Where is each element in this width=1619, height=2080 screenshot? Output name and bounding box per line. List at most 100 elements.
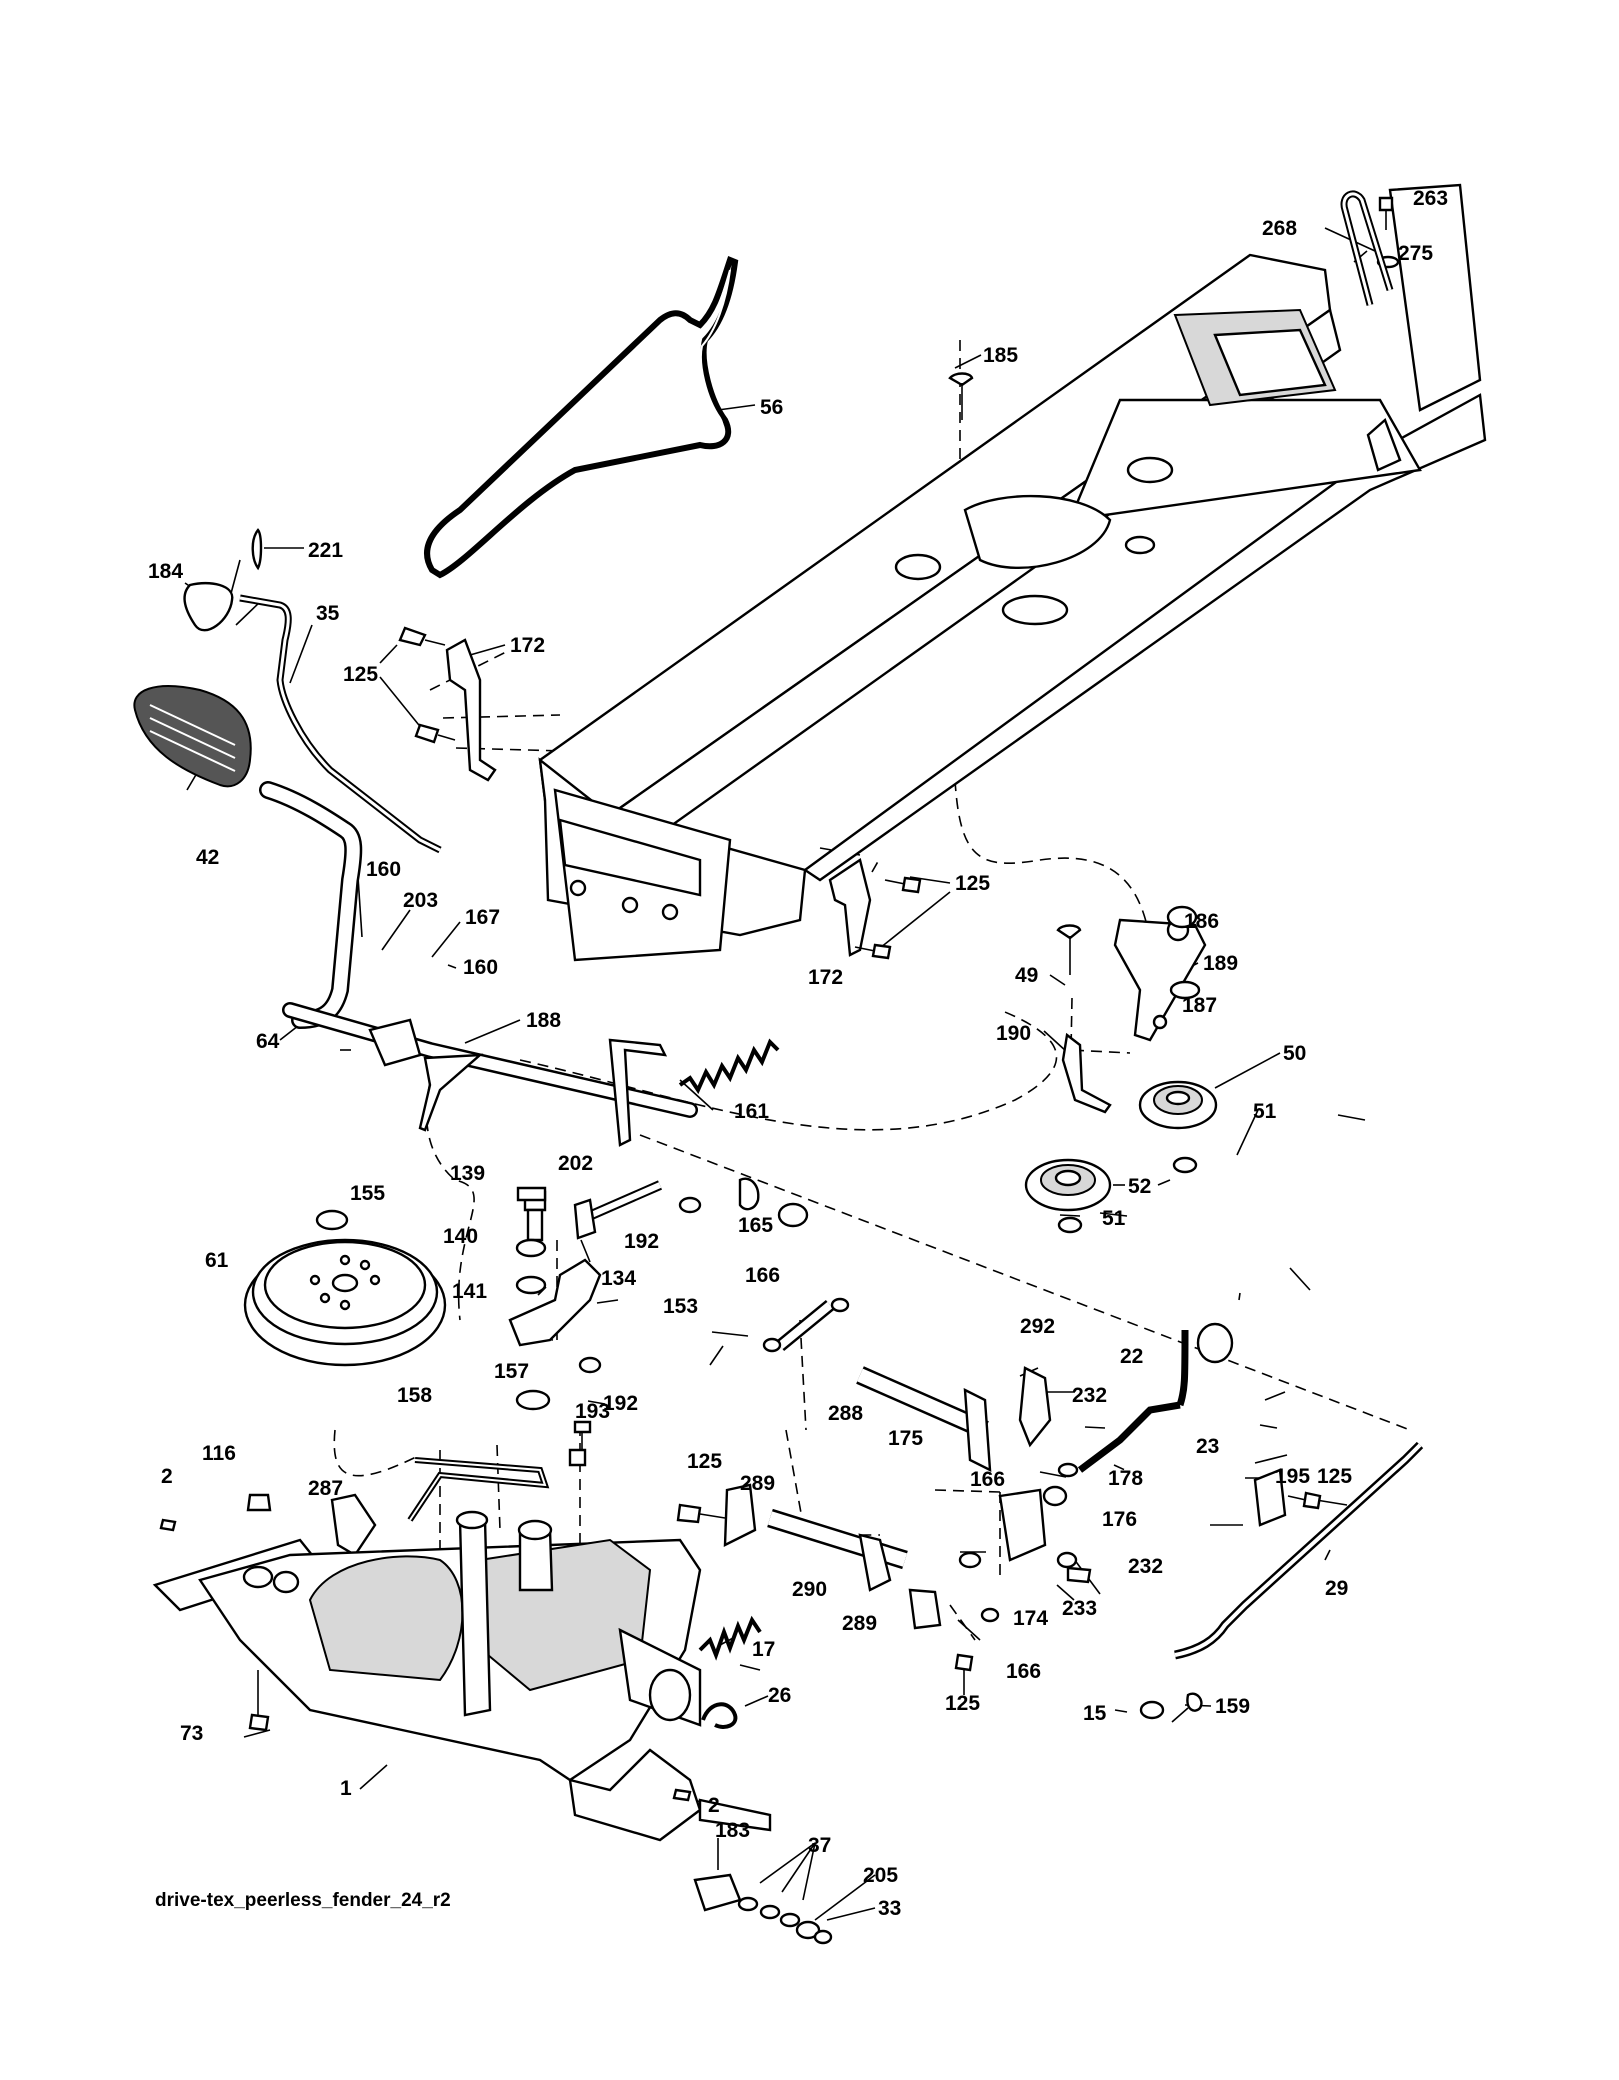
part-label: 125	[955, 872, 990, 895]
bracket-287-and-158	[330, 1448, 587, 1557]
part-label: 33	[878, 1897, 901, 1920]
wire-268	[1340, 190, 1394, 306]
part-label: 125	[1317, 1465, 1352, 1488]
part-label: 52	[1128, 1175, 1151, 1198]
part-label: 166	[970, 1468, 1005, 1491]
part-label: 161	[734, 1100, 769, 1123]
part-label: 116	[202, 1442, 236, 1465]
part-label: 190	[996, 1022, 1031, 1045]
part-label: 64	[256, 1030, 280, 1053]
pedal-pad	[133, 685, 252, 788]
transaxle	[155, 1512, 772, 1842]
part-label: 175	[888, 1427, 923, 1450]
part-label: 174	[1013, 1607, 1048, 1630]
part-label: 192	[603, 1392, 638, 1415]
part-label: 140	[443, 1225, 478, 1248]
part-label: 42	[196, 846, 219, 869]
part-label: 134	[601, 1267, 636, 1290]
control-rod-29	[1139, 1441, 1424, 1723]
lower-shaft-assembly	[723, 1483, 1000, 1630]
part-label: 141	[452, 1280, 487, 1303]
part-label: 287	[308, 1477, 343, 1500]
part-label: 288	[828, 1402, 863, 1425]
small-parts	[159, 1493, 833, 1945]
part-label: 289	[740, 1472, 775, 1495]
part-label: 155	[350, 1182, 385, 1205]
chassis-frame	[538, 183, 1487, 962]
part-label: 172	[808, 966, 843, 989]
spring-161	[678, 1038, 780, 1095]
part-label: 186	[1184, 910, 1219, 933]
part-label: 290	[792, 1578, 827, 1601]
part-label: 205	[863, 1864, 898, 1887]
bracket-172-upper	[445, 638, 497, 782]
idler-assembly	[1024, 905, 1218, 1234]
part-label: 29	[1325, 1577, 1348, 1600]
part-label: 15	[1083, 1702, 1107, 1725]
part-label: 185	[983, 344, 1018, 367]
part-label: 192	[624, 1230, 659, 1253]
part-label: 289	[842, 1612, 877, 1635]
part-label: 35	[316, 602, 340, 625]
part-label: 183	[715, 1819, 750, 1842]
part-label: 195	[1275, 1465, 1310, 1488]
part-label: 178	[1108, 1467, 1143, 1490]
part-label: 176	[1102, 1508, 1137, 1531]
part-label: 61	[205, 1249, 229, 1272]
part-label: 1	[340, 1777, 352, 1800]
part-label: 189	[1203, 952, 1238, 975]
part-label: 268	[1262, 217, 1297, 240]
part-label: 202	[558, 1152, 593, 1175]
part-label: 125	[945, 1692, 980, 1715]
part-label: 73	[180, 1722, 203, 1745]
part-label: 184	[148, 560, 183, 583]
part-label: 51	[1102, 1207, 1126, 1230]
part-label: 2	[708, 1794, 720, 1817]
part-label: 2	[161, 1465, 173, 1488]
part-label: 232	[1072, 1384, 1107, 1407]
part-label: 292	[1020, 1315, 1055, 1338]
part-label: 22	[1120, 1345, 1143, 1368]
part-label: 23	[1196, 1435, 1219, 1458]
bracket-172-lower	[828, 858, 872, 957]
part-label: 139	[450, 1162, 485, 1185]
part-label: 172	[510, 634, 545, 657]
part-label: 37	[808, 1834, 831, 1857]
part-label: 160	[463, 956, 498, 979]
part-label: 159	[1215, 1695, 1250, 1718]
part-label: 233	[1062, 1597, 1097, 1620]
part-label: 221	[308, 539, 343, 562]
part-label: 125	[343, 663, 378, 686]
part-label: 232	[1128, 1555, 1163, 1578]
part-label: 51	[1253, 1100, 1277, 1123]
part-label: 166	[1006, 1660, 1041, 1683]
part-label: 26	[768, 1684, 791, 1707]
part-label: 165	[738, 1214, 773, 1237]
diagram-caption: drive-tex_peerless_fender_24_r2	[155, 1890, 451, 1911]
control-rod	[183, 528, 442, 854]
part-label: 188	[526, 1009, 561, 1032]
part-label: 166	[745, 1264, 780, 1287]
shift-shaft-assembly	[762, 1297, 1234, 1584]
part-label: 56	[760, 396, 783, 419]
drive-belt	[424, 256, 739, 579]
part-label: 49	[1015, 964, 1038, 987]
part-label: 167	[465, 906, 500, 929]
pedal-arm	[259, 781, 698, 1147]
transmission-pulley	[243, 1209, 447, 1367]
part-label: 263	[1413, 187, 1448, 210]
part-label: 157	[494, 1360, 529, 1383]
part-label: 50	[1283, 1042, 1306, 1065]
linkage-parts	[508, 1177, 809, 1411]
part-label: 125	[687, 1450, 722, 1473]
part-label: 153	[663, 1295, 698, 1318]
part-label: 187	[1182, 994, 1217, 1017]
part-labels: 263 268 275 185 56 221 184 35 172 125 42…	[148, 187, 1448, 1920]
part-label: 275	[1398, 242, 1433, 265]
part-label: 193	[575, 1400, 610, 1423]
part-label: 17	[752, 1638, 775, 1661]
part-label: 158	[397, 1384, 432, 1407]
part-label: 203	[403, 889, 438, 912]
part-label: 160	[366, 858, 401, 881]
